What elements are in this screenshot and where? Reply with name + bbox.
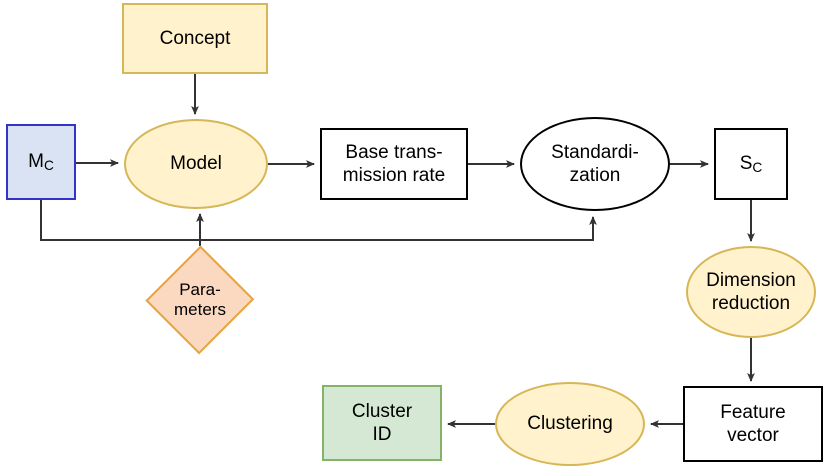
node-label-base_rate: Base trans- mission rate [342,141,446,186]
node-base_rate[interactable]: Base trans- mission rate [320,128,468,200]
node-model[interactable]: Model [124,119,268,209]
node-label-concept: Concept [159,27,231,49]
node-label-parameters: Para- meters [174,279,226,319]
node-label-sc: SC [739,152,763,175]
node-label-model: Model [170,153,222,175]
node-standardize[interactable]: Standardi- zation [520,117,670,211]
node-label-dim_reduce: Dimension reduction [706,269,796,314]
node-sc[interactable]: SC [714,128,788,200]
node-cluster_id[interactable]: Cluster ID [322,385,442,461]
node-label-mc: MC [28,150,54,173]
node-label-feature_vec: Feature vector [720,401,786,446]
node-concept[interactable]: Concept [122,3,268,74]
node-feature_vec[interactable]: Feature vector [683,386,823,462]
node-parameters[interactable]: Para- meters [145,245,255,355]
edge-mc-to-standardize [40,200,597,241]
node-sublabel-mc: C [43,157,54,173]
node-label-cluster_id: Cluster ID [351,400,413,445]
node-clustering[interactable]: Clustering [495,382,645,466]
node-label-standardize: Standardi- zation [551,141,639,186]
edges [40,74,755,428]
node-dim_reduce[interactable]: Dimension reduction [686,246,816,338]
node-label-clustering: Clustering [527,413,613,435]
node-mc[interactable]: MC [6,124,76,200]
node-sublabel-sc: C [752,159,763,175]
